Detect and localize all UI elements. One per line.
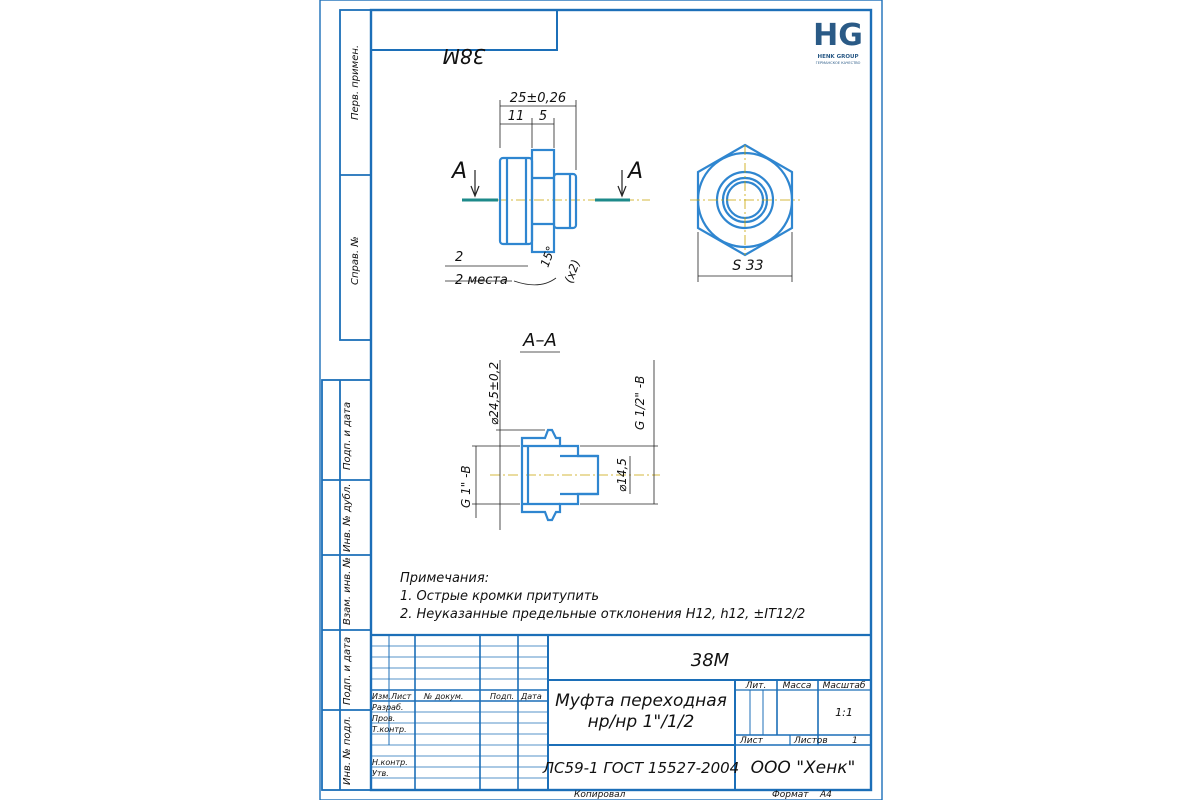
stamp-box — [370, 9, 558, 51]
dim-angle: 15° — [538, 244, 558, 269]
dim-hex-size: S 33 — [732, 258, 763, 274]
side-label-vzam-inv: Взам. инв. № — [342, 557, 353, 625]
notes: Примечания: 1. Острые кромки притупить 2… — [400, 571, 805, 622]
col-lit: Лит. — [745, 681, 767, 691]
section-title: А–А — [522, 330, 557, 351]
row-tkontr: Т.контр. — [372, 725, 407, 734]
dim-overall-length: 25±0,26 — [510, 91, 566, 106]
stamp-mirrored-text: 38M — [443, 44, 486, 68]
dim-dia-inner: ⌀14,5 — [615, 458, 629, 492]
part-name-line-2: нр/нр 1"/1/2 — [588, 712, 695, 732]
col-massa: Масса — [783, 681, 812, 691]
section-marker-right: А — [626, 159, 643, 184]
dim-thread-small: G 1/2" -В — [633, 376, 647, 430]
dim-chamfer: 2 — [455, 250, 463, 265]
dim-seg-11: 11 — [508, 109, 525, 124]
part-name-line-1: Муфта переходная — [555, 691, 727, 711]
section-view: А–А G 1" -В ⌀24,5±0,2 G 1/2" -В ⌀14,5 — [459, 330, 660, 530]
dim-dia-outer: ⌀24,5±0,2 — [487, 362, 501, 425]
hdr-izm: Изм. — [372, 692, 391, 701]
company: ООО "Хенк" — [751, 758, 856, 778]
logo-mark: HG — [813, 18, 863, 53]
col-masshtab: Масштаб — [823, 681, 866, 691]
side-label-inv-dubl: Инв. № дубл. — [341, 484, 353, 552]
title-block: Изм. Лист № докум. Подп. Дата Разраб. Пр… — [371, 633, 871, 800]
sheet-label: Лист — [739, 736, 764, 746]
logo-sub: ГЕРМАНСКОЕ КАЧЕСТВО — [816, 61, 861, 65]
side-label-inv-podl: Инв. № подл. — [342, 716, 353, 785]
notes-title: Примечания: — [400, 571, 489, 586]
dim-chamfer-places: 2 места — [455, 273, 508, 288]
side-label-perv-primen: Перв. примен. — [350, 45, 361, 120]
henk-group-logo: HG HENK GROUP ГЕРМАНСКОЕ КАЧЕСТВО — [813, 18, 863, 65]
side-view: 25±0,26 11 5 А А 2 2 места 15° (x2) — [445, 91, 650, 288]
sheets-value: 1 — [852, 736, 858, 746]
material: ЛС59-1 ГОСТ 15527-2004 — [542, 759, 739, 777]
format-value: А4 — [819, 790, 832, 800]
kopiroval: Копировал — [574, 790, 626, 800]
hdr-podp: Подп. — [490, 692, 514, 701]
scale-value: 1:1 — [835, 706, 853, 719]
notes-line-2: 2. Неуказанные предельные отклонения Н12… — [400, 607, 805, 622]
side-label-sprav: Справ. № — [350, 236, 361, 285]
designation: 38М — [691, 650, 730, 671]
format-label: Формат — [772, 790, 809, 800]
sheets-label: Листов — [793, 736, 828, 746]
hex-view: S 33 — [690, 143, 800, 282]
side-strip-bottom — [321, 379, 372, 791]
hdr-list: Лист — [390, 692, 412, 701]
section-marker-left: А — [450, 159, 467, 184]
side-label-podp-data-2: Подп. и дата — [342, 637, 353, 705]
row-utv: Утв. — [372, 769, 389, 778]
row-razrab: Разраб. — [372, 703, 403, 712]
hdr-ndokum: № докум. — [423, 692, 463, 701]
dim-thread-large: G 1" -В — [459, 465, 473, 508]
sheet-border — [319, 0, 883, 800]
row-nkontr: Н.контр. — [372, 758, 408, 767]
side-label-podp-data-1: Подп. и дата — [342, 402, 353, 470]
row-prov: Пров. — [372, 714, 395, 723]
notes-line-1: 1. Острые кромки притупить — [400, 589, 599, 604]
dim-seg-5: 5 — [539, 109, 547, 124]
hdr-data: Дата — [520, 692, 542, 701]
logo-caption: HENK GROUP — [817, 54, 858, 60]
